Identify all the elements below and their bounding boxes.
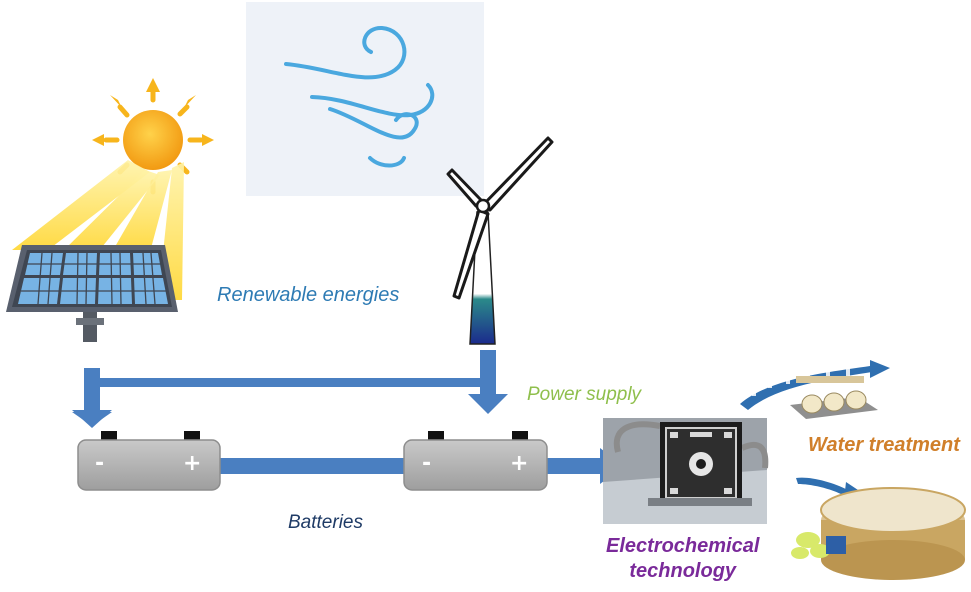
batteries-label: Batteries: [288, 512, 363, 533]
wind-icon: [246, 2, 484, 196]
battery-2-negative-sign: -: [422, 451, 432, 476]
solar-panel-icon: [6, 245, 178, 342]
electrochemical-technology-label: Electrochemical technology: [606, 534, 759, 584]
water-treatment-image: [740, 360, 966, 580]
electrochemical-cell-image: [603, 418, 769, 524]
renewable-energies-label: Renewable energies: [217, 284, 400, 306]
water-treatment-label: Water treatment: [808, 434, 960, 456]
battery-1-negative-sign: -: [95, 451, 105, 476]
sunlight-beams: [12, 160, 184, 300]
power-supply-label: Power supply: [527, 384, 642, 405]
battery-2-positive-sign: +: [510, 451, 529, 476]
battery-icon: [403, 431, 548, 491]
electrochemical-label-line2: technology: [629, 560, 737, 582]
battery-icon: [77, 431, 221, 491]
wind-turbine-icon: [446, 136, 554, 345]
electrochemical-label-line1: Electrochemical: [606, 535, 760, 557]
battery-1-positive-sign: +: [183, 451, 202, 476]
